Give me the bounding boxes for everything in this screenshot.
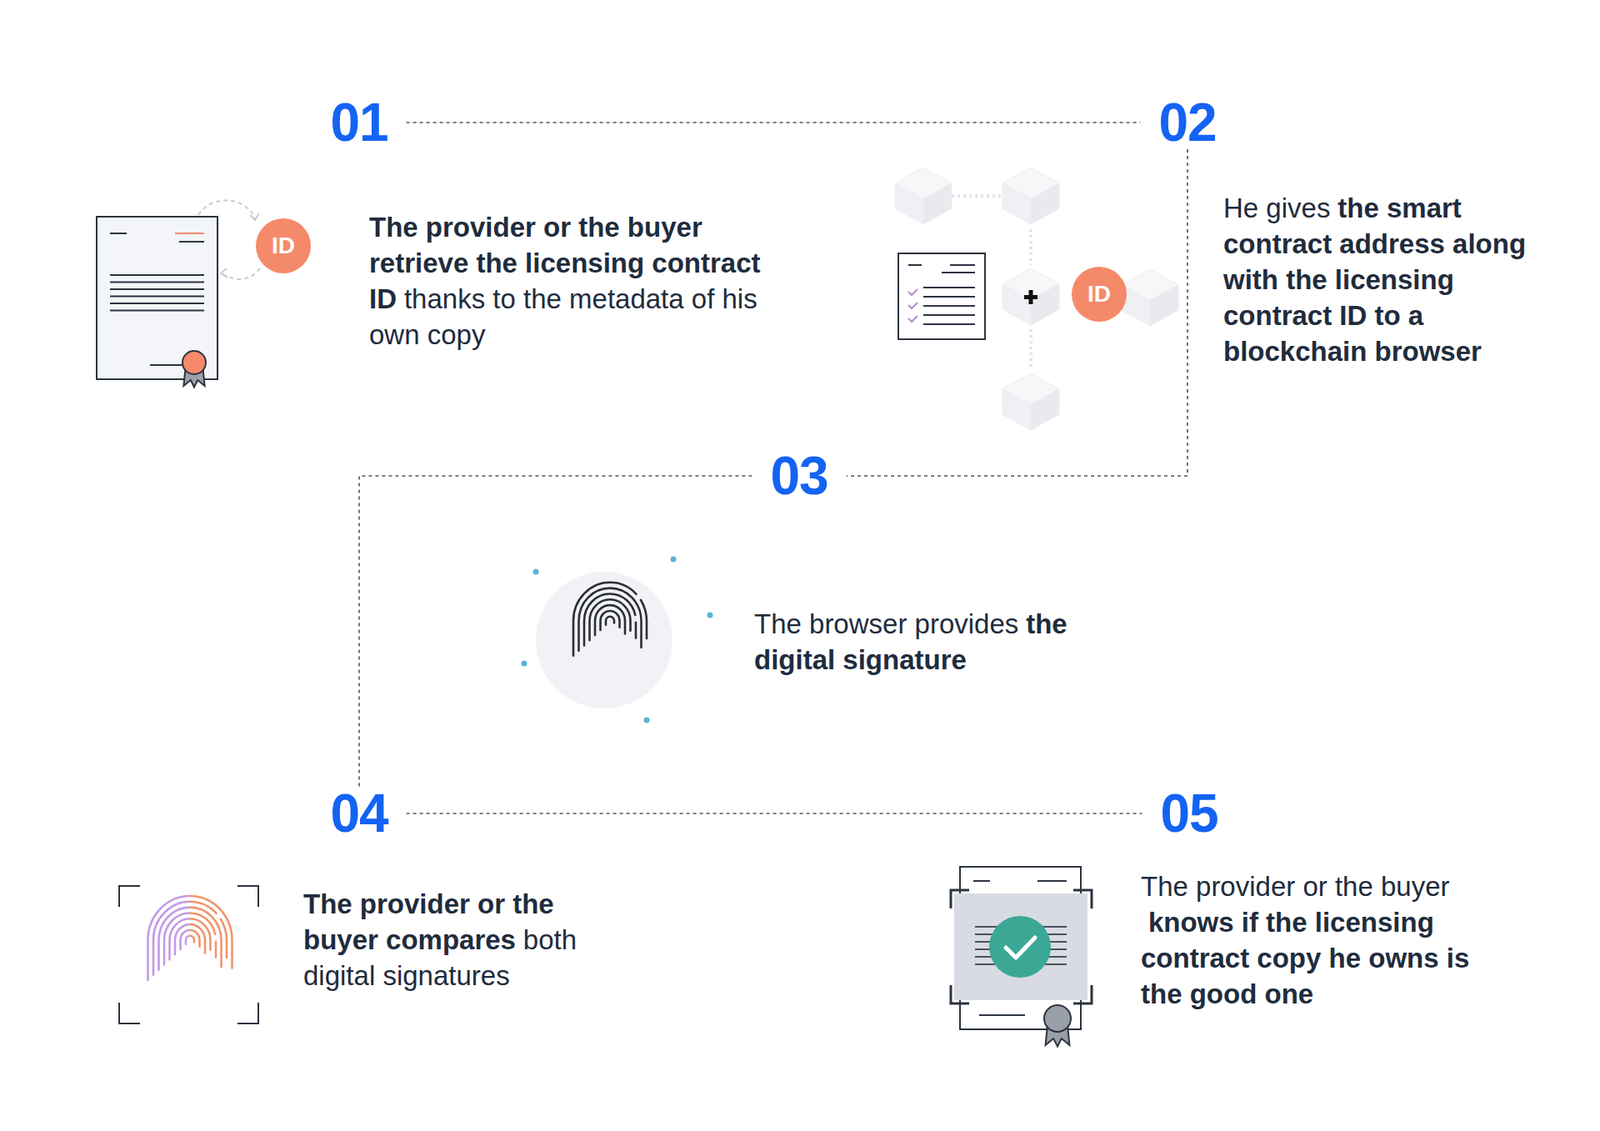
id-badge: ID [255,218,311,274]
step-number: 04 [311,786,406,840]
step-text: The provider or the buyer compares [303,888,555,955]
sparkle-dot [707,612,714,619]
block-cube [1002,167,1060,225]
step-text-block: The provider or the buyer retrieve the l… [369,209,770,353]
verified-document [950,866,1092,1030]
step-number: 02 [1140,95,1235,150]
fingerprint-disc [535,571,673,709]
step-text: He gives [1223,192,1330,224]
node-text: ID [271,232,295,260]
node-text: 02 [1158,92,1216,153]
sparkle-dot [521,660,528,667]
seal [182,350,206,387]
step-text-block: The provider or the buyer comparesboth d… [303,885,604,994]
step-text-block: The browser providesthe digital signatur… [754,605,1105,678]
block-cube [895,167,952,225]
step-number: 03 [751,449,846,503]
node-text: ID [1087,280,1111,308]
step-text: knows if the licensing contract copy he … [1140,906,1470,1010]
block-cube [1002,268,1060,325]
scan-brackets [119,885,259,1024]
step-number: 01 [311,95,406,150]
id-badge: ID [1071,266,1127,322]
dashed-connector [406,121,1141,124]
contract-document [898,253,985,340]
step-text-block: He givesthe smart contract address along… [1223,190,1532,370]
fingerprint [190,895,233,980]
block-cube [1121,269,1179,326]
sparkle-dot [533,569,540,575]
plus-sign [1024,290,1038,305]
dashed-connector [406,812,1143,815]
node-text: 05 [1160,783,1218,844]
node-text: 03 [770,445,828,506]
certificate-document [96,216,218,380]
step-number: 05 [1141,786,1236,840]
fingerprint [148,895,191,980]
dashed-connector [846,149,1188,476]
step-text: The browser provides [754,608,1019,640]
seal [1044,1005,1071,1047]
node-text: 04 [330,783,388,844]
step-text-block: The provider or the buyer knows if the li… [1140,868,1508,1012]
transfer-arrows [198,200,260,279]
block-cube [1002,373,1060,430]
step-text: The provider or the buyer [1140,870,1450,902]
dashed-connector [359,475,752,787]
step-text: thanks to the metadata of his own copy [369,283,758,350]
fingerprint [573,582,647,656]
sparkle-dot [644,717,650,724]
sparkle-dot [670,556,677,563]
node-text: 01 [330,92,388,153]
